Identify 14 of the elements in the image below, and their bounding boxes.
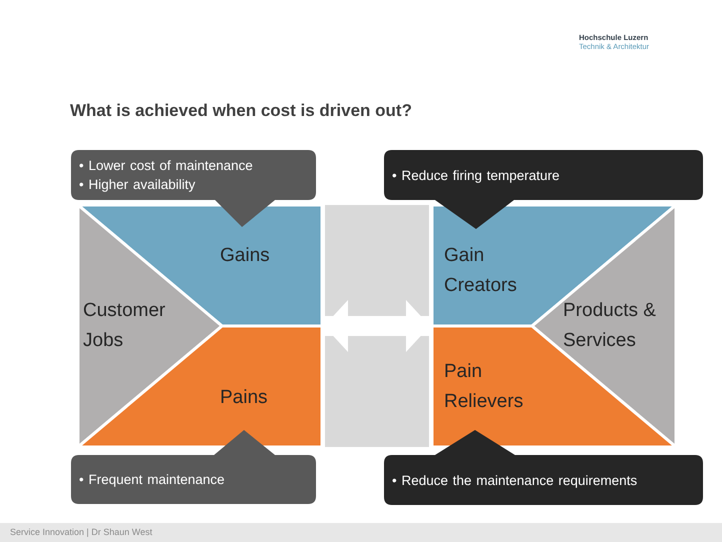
bullet-item: • Frequent maintenance bbox=[79, 471, 225, 489]
section-label: Gains bbox=[220, 245, 270, 266]
bullet-item: • Higher availability bbox=[79, 176, 196, 194]
footer-text: Service Innovation | Dr Shaun West bbox=[10, 527, 152, 537]
slide-title: What is achieved when cost is driven out? bbox=[70, 101, 412, 121]
bullet-item: • Reduce firing temperature bbox=[392, 166, 560, 184]
bullet-item: • Lower cost of maintenance bbox=[79, 157, 253, 175]
section-label: Customer Jobs bbox=[83, 300, 166, 351]
bullet-item: • Reduce the maintenance requirements bbox=[392, 472, 638, 490]
section-label: Products & Services bbox=[563, 300, 656, 351]
section-label: Pain Relievers bbox=[444, 361, 524, 412]
section-label: Pains bbox=[220, 387, 268, 408]
section-label: Gain Creators bbox=[444, 245, 517, 296]
double-arrow bbox=[324, 300, 430, 352]
